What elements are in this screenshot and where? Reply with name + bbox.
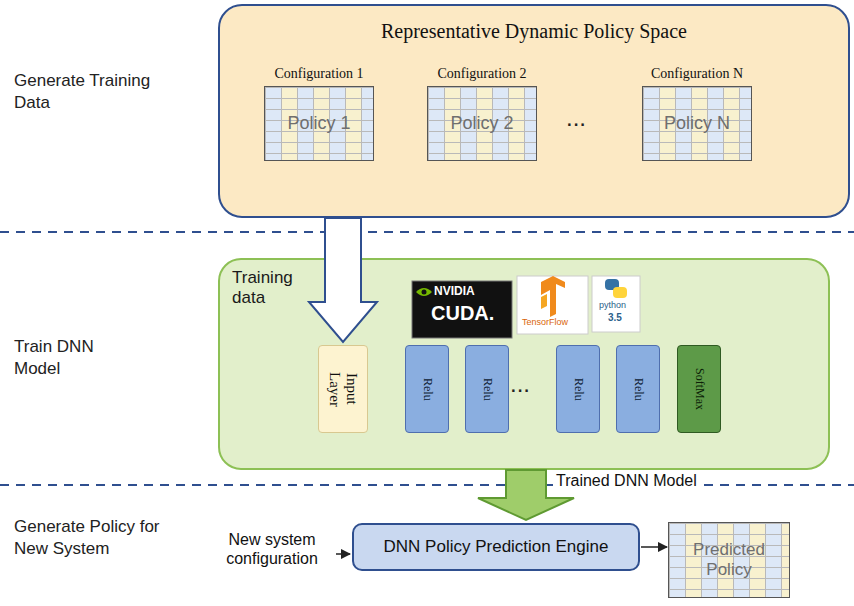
python-logo <box>592 276 640 332</box>
panel-title: Representative Dynamic Policy Space <box>220 20 848 43</box>
training-panel: Training dataInput Layer Relu Relu Relu Relu… <box>218 258 830 470</box>
policy-space-panel: Representative Dynamic Policy SpaceConfi… <box>218 4 850 218</box>
logo-text: CUDA. <box>431 302 494 325</box>
engine-label: DNN Policy Prediction Engine <box>384 537 609 557</box>
relu-layer: Relu <box>616 345 660 433</box>
section-divider <box>0 231 854 233</box>
relu-layer: Relu <box>556 345 600 433</box>
predicted-policy-box: Predicted Policy <box>668 522 790 598</box>
ellipsis: ... <box>510 370 530 398</box>
relu-layer: Relu <box>405 345 449 433</box>
policy-box: Configuration NPolicy N <box>642 86 752 161</box>
section-label: Train DNN Model <box>14 336 134 380</box>
layer-label: Relu <box>631 378 646 401</box>
policy-label: Policy 2 <box>450 113 513 134</box>
layer-label: Relu <box>420 378 435 401</box>
softmax-layer: SoftMax <box>677 345 721 433</box>
configuration-label: Configuration 1 <box>274 66 363 82</box>
policy-label: Policy 1 <box>287 113 350 134</box>
policy-box: Configuration 1Policy 1 <box>264 86 374 161</box>
logo-text: python <box>599 300 626 310</box>
tensorflow-logo <box>517 276 588 334</box>
layer-label: Relu <box>571 378 586 401</box>
section-label: Generate Policy for New System <box>14 516 189 560</box>
logo-text: TensorFlow <box>522 317 568 327</box>
layer-label: SoftMax <box>692 368 707 410</box>
section-divider <box>0 484 854 486</box>
logo-text: NVIDIA <box>434 284 475 298</box>
section-label: Generate Training Data <box>14 70 164 114</box>
relu-layer: Relu <box>465 345 509 433</box>
panel-fill <box>219 259 829 469</box>
input-arrow <box>336 553 350 555</box>
output-arrow <box>641 546 667 548</box>
policy-label: Predicted Policy <box>679 540 779 580</box>
data-flow-arrow <box>309 218 377 342</box>
configuration-label: Configuration N <box>651 66 743 82</box>
layer-label: Relu <box>480 378 495 401</box>
policy-label: Policy N <box>664 113 730 134</box>
cuda-logo <box>412 281 512 338</box>
edge-label: Trained DNN Model <box>554 472 699 490</box>
policy-box: Configuration 2Policy 2 <box>427 86 537 161</box>
ellipsis: ... <box>566 104 586 132</box>
panel-title: Training data <box>232 268 302 309</box>
input-layer: Input Layer <box>318 345 368 433</box>
input-label: New system configuration <box>208 530 336 568</box>
logo-text: 3.5 <box>608 312 622 323</box>
layer-label: Input Layer <box>326 357 360 421</box>
configuration-label: Configuration 2 <box>437 66 526 82</box>
engine-box: DNN Policy Prediction Engine <box>352 523 640 571</box>
